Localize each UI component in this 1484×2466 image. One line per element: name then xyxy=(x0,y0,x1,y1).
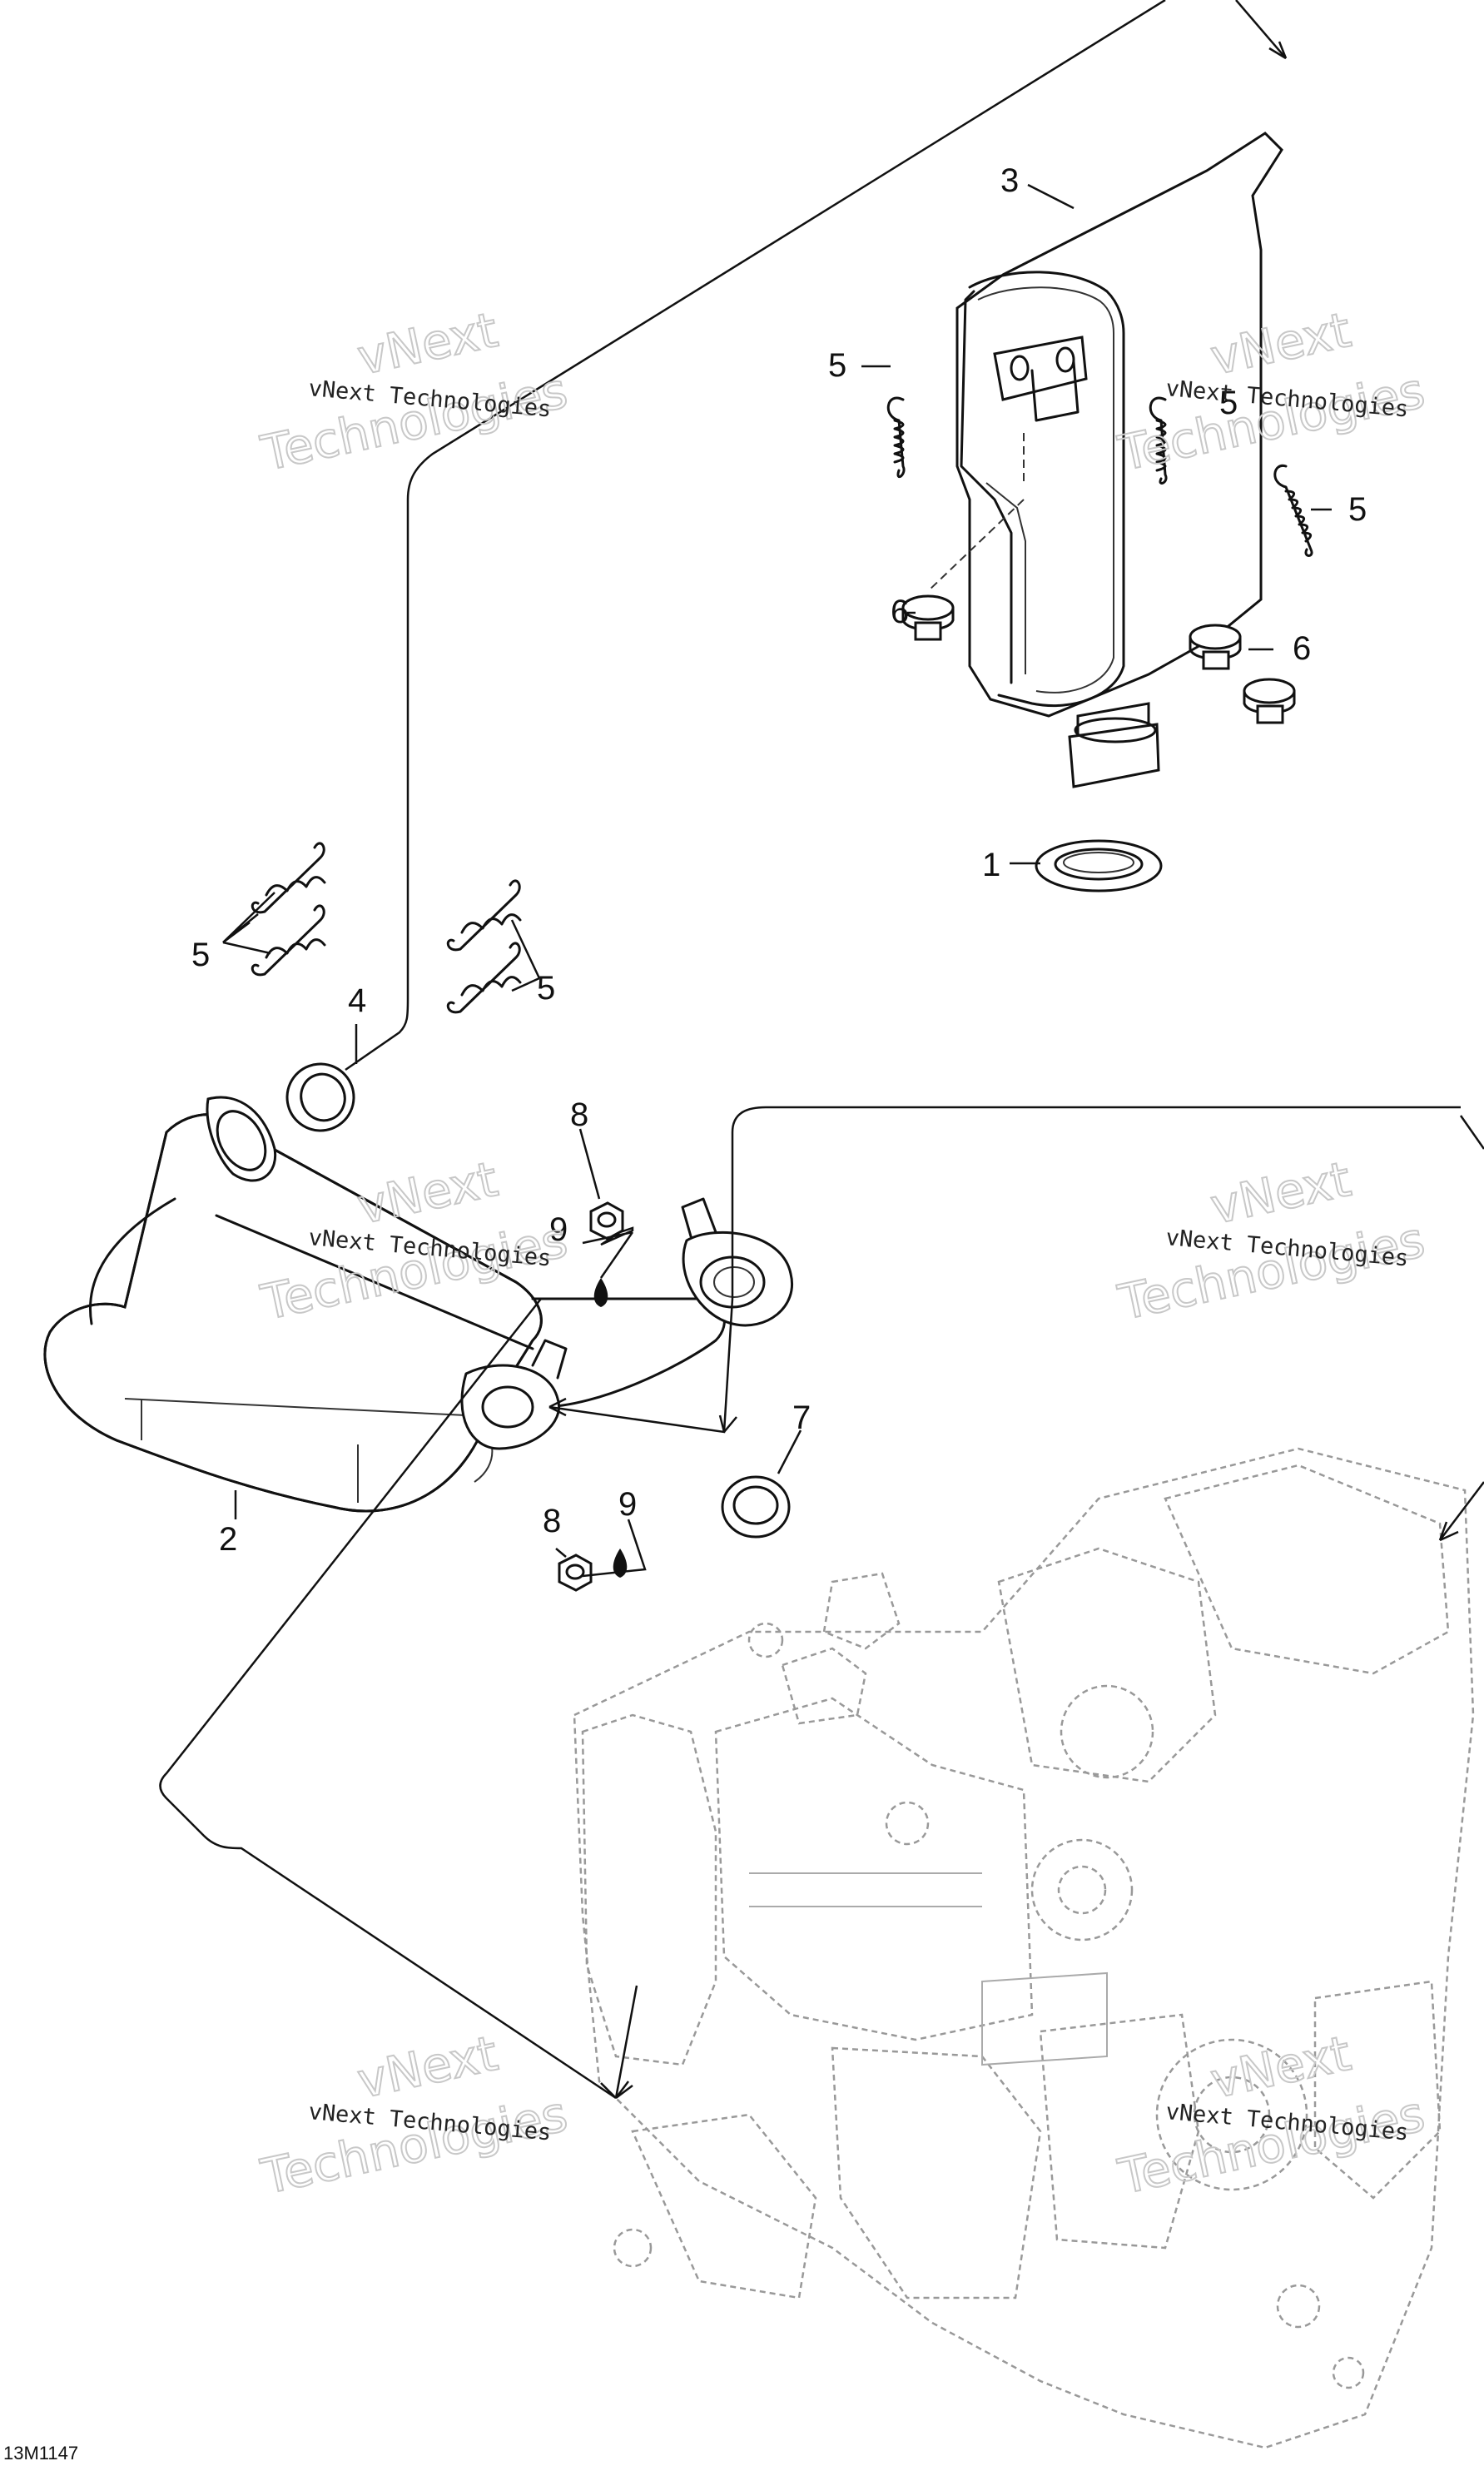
callout-leaders xyxy=(222,183,1332,1578)
callout-4: 4 xyxy=(348,982,366,1019)
spring-pair-right xyxy=(446,879,522,1014)
callout-5-muffler-right: 5 xyxy=(1219,385,1238,421)
callout-6-left: 6 xyxy=(891,594,909,630)
spring-pair-left xyxy=(251,842,326,977)
callout-1: 1 xyxy=(982,847,1000,883)
callout-5-muffler-lower: 5 xyxy=(1348,491,1367,528)
callout-labels: 1 2 3 4 5 5 5 5 5 6 6 7 8 8 9 9 xyxy=(191,162,1367,1558)
muffler-gasket xyxy=(1035,839,1163,892)
callout-9-lower: 9 xyxy=(618,1486,637,1523)
lubricant-drop-upper xyxy=(593,1278,608,1307)
lubricant-drop-lower xyxy=(613,1549,628,1578)
exhaust-pipe-gasket xyxy=(285,1062,355,1132)
diagram-reference-code: 13M1147 xyxy=(3,2443,78,2464)
rubber-mount-3 xyxy=(1243,678,1296,724)
manifold-gasket xyxy=(721,1475,791,1539)
callout-8-upper: 8 xyxy=(570,1096,588,1133)
callout-8-lower: 8 xyxy=(543,1503,561,1539)
callout-5-right-pair: 5 xyxy=(537,970,555,1007)
spring-muffler-right xyxy=(1149,396,1168,485)
exhaust-pipe xyxy=(43,1096,793,1513)
spring-muffler-left xyxy=(886,396,906,479)
engine-assembly-outline xyxy=(573,1447,1475,2449)
callout-7: 7 xyxy=(792,1400,811,1436)
muffler xyxy=(927,132,1283,788)
callout-3: 3 xyxy=(1000,162,1019,199)
callout-6-right: 6 xyxy=(1293,630,1311,667)
rubber-mount-2 xyxy=(1189,624,1242,670)
assembly-lines xyxy=(159,0,1484,2100)
callout-2: 2 xyxy=(219,1521,237,1558)
callout-5-left-pair: 5 xyxy=(191,937,210,973)
callout-5-muffler-left: 5 xyxy=(828,347,846,384)
spring-muffler-lower xyxy=(1273,464,1313,557)
callout-9-upper: 9 xyxy=(549,1211,568,1248)
nut-lower xyxy=(558,1554,593,1592)
